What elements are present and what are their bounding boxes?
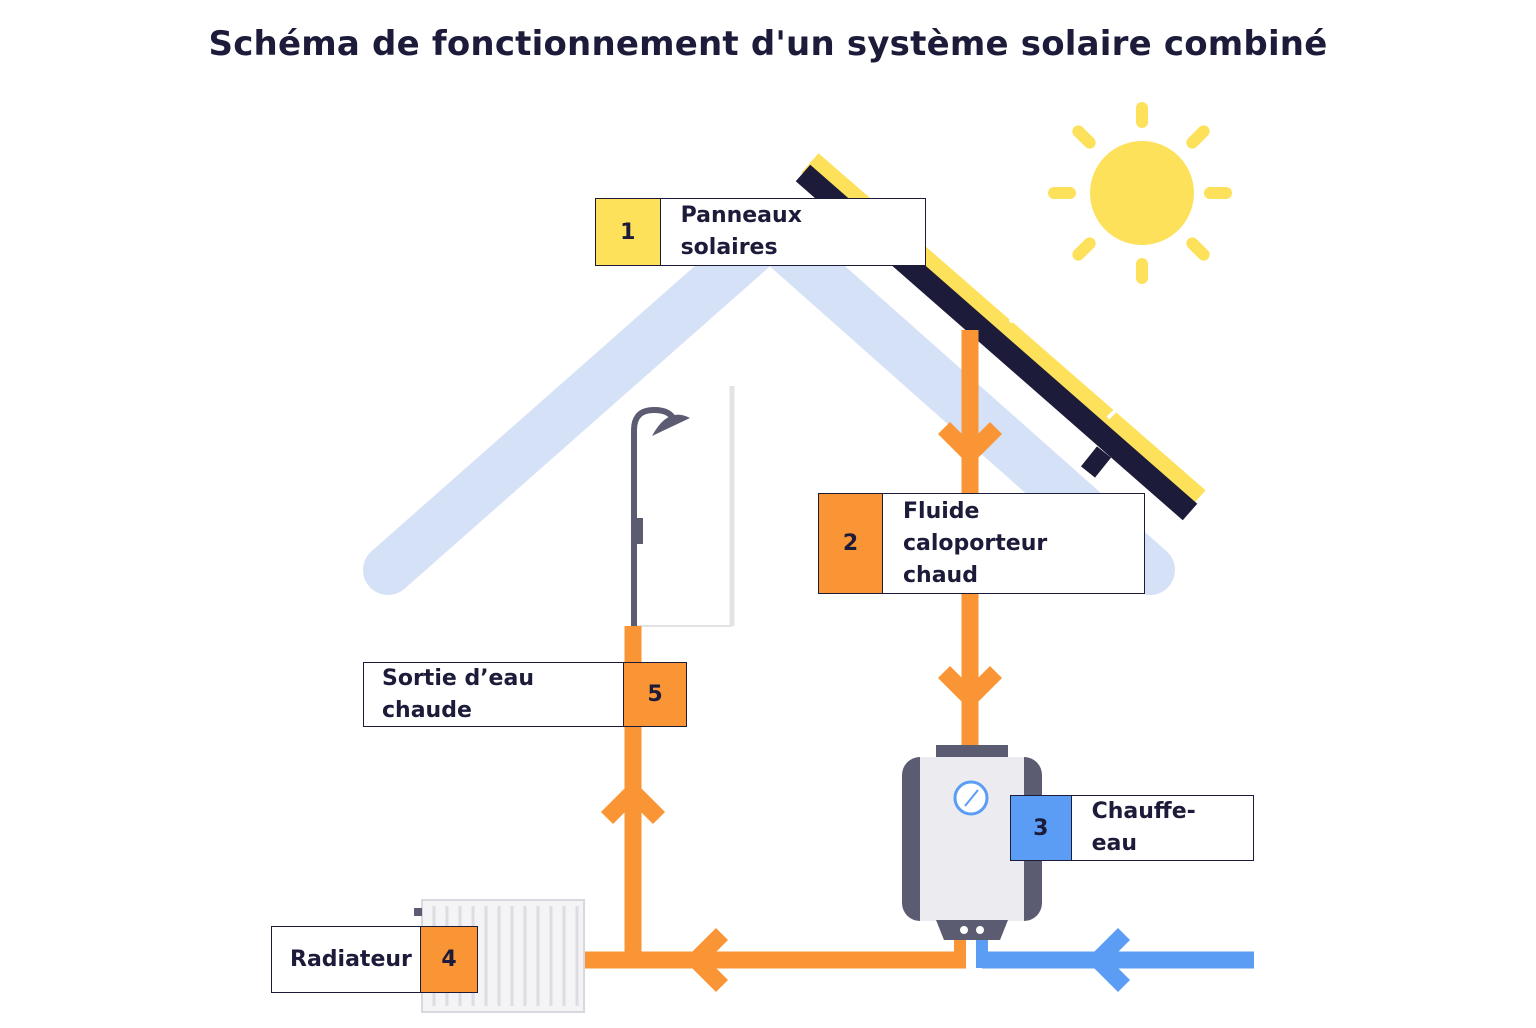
label-number: 4 [420,927,477,992]
sun-icon [1048,102,1232,284]
label-number: 3 [1011,796,1072,860]
label-text: Chauffe-eau [1091,799,1196,856]
label-solar-panels: 1 Panneaux solaires [595,198,926,266]
label-water-heater: 3 Chauffe-eau [1010,795,1254,861]
label-number: 1 [596,199,661,265]
heating-return-pipe [585,927,966,993]
water-heater-icon [902,745,1042,940]
shower-icon [631,386,735,627]
label-number: 2 [819,494,883,593]
label-hot-fluid: 2 Fluide caloporteur chaud [818,493,1145,594]
label-text: Fluide caloporteur chaud [903,498,1048,588]
cold-water-pipe [976,927,1254,993]
page-title: Schéma de fonctionnement d'un système so… [208,24,1328,64]
label-text: Panneaux solaires [680,203,802,260]
label-number: 5 [623,663,686,726]
label-text: Sortie d’eau chaude [382,665,534,723]
label-radiator: Radiateur 4 [271,926,478,993]
label-hot-water-outlet: Sortie d’eau chaude 5 [363,662,687,727]
gauge-icon [953,780,989,816]
label-text: Radiateur [290,946,412,972]
